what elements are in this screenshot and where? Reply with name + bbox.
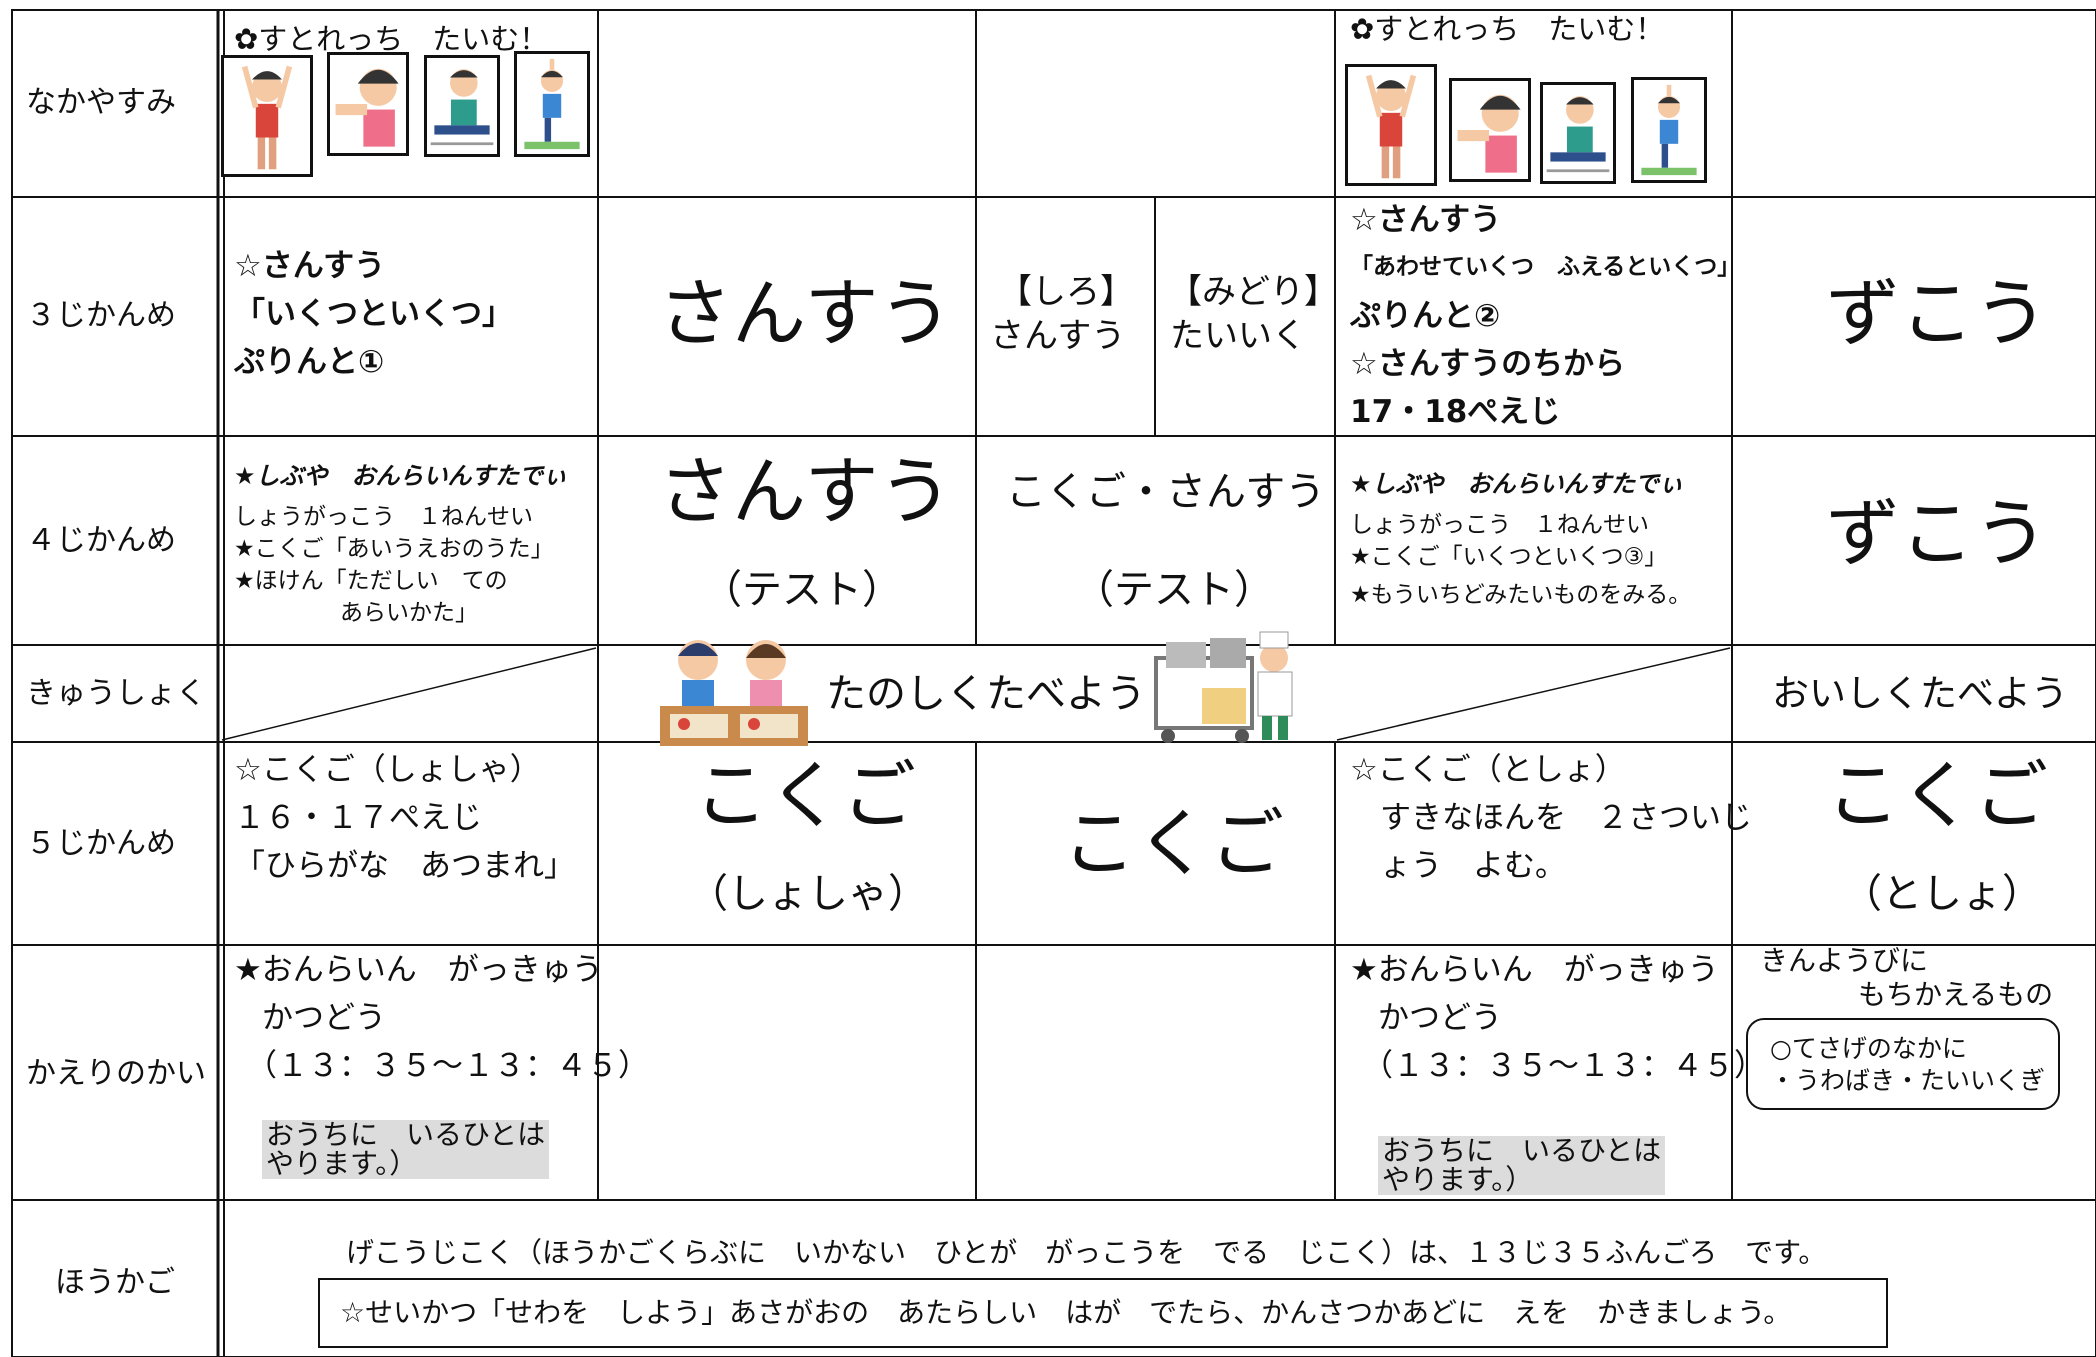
kaeri-mon-line: （１３：３５～１３：４５） (246, 1048, 649, 1084)
stretch-illustration (1345, 64, 1437, 186)
kaeri-mon-line: ★おんらいん がっきゅう (234, 952, 603, 988)
lunch-fri-slogan: おいしくたべよう (1772, 672, 2068, 715)
p5-wed-subject: こくご (1062, 801, 1284, 887)
seikatsu-notice: ☆せいかつ「せわを しよう」あさがおの あたらしい はが でたら、かんさつかあど… (340, 1296, 1792, 1329)
p5-tue-subject: こくご (694, 753, 916, 839)
stretch-illustration (1631, 77, 1707, 183)
stretch-illustration (514, 51, 590, 157)
p4-mon-line: しょうがっこう １ねんせい (234, 504, 533, 530)
p4-wed-note: （テスト） (1074, 567, 1274, 613)
bring-home-box: ○てさげのなかに ・うわばき・たいいくぎ (1746, 1018, 2060, 1110)
p4-mon-line: ★ほけん「ただしい ての (234, 568, 508, 594)
kaeri-mon-note: おうちに いるひとは やります。） (262, 1120, 550, 1179)
children-eating-illustration (656, 630, 812, 752)
p3-wed-a-line: さんすう (990, 316, 1126, 356)
p5-thu-line: すきなほんを ２さついじ (1380, 800, 1752, 836)
dismissal-time-notice: げこうじこく（ほうかごくらぶに いかない ひとが がっこうを でる じこく）は、… (346, 1236, 1827, 1269)
p5-fri-subject: こくご (1826, 753, 2048, 839)
p3-wed-b-line: たいいく (1170, 316, 1306, 356)
lunch-cart-illustration (1150, 628, 1310, 746)
p3-thu-line: 「あわせていくつ ふえるといくつ」 (1350, 254, 1741, 280)
stretch-illustration (327, 52, 409, 156)
p5-fri-note: （としょ） (1842, 871, 2042, 917)
stretch-title-thu: ✿すとれっち たいむ！ (1350, 12, 1665, 46)
p4-mon-line: あらいかた」 (340, 600, 478, 626)
kaeri-mon-line: かつどう (262, 1000, 386, 1036)
row-header-lunch: きゅうしょく (26, 676, 206, 711)
stretch-illustration (221, 55, 313, 177)
p4-mon-line: ★こくご「あいうえおのうた」 (234, 536, 554, 562)
p4-thu-line: ★しぶや おんらいんすたでぃ (1350, 470, 1684, 498)
p4-tue-subject: さんすう (658, 449, 953, 535)
row-header-kaeri: かえりのかい (26, 1056, 206, 1091)
stretch-illustration (1540, 82, 1616, 184)
kaeri-thu-line: ★おんらいん がっきゅう (1350, 952, 1719, 988)
fri-bring-home-line: もちかえるもの (1858, 978, 2054, 1011)
kaeri-thu-line: かつどう (1378, 1000, 1502, 1036)
p5-mon-line: ☆こくご（しょしゃ） (234, 752, 541, 788)
p3-fri-subject: ずこう (1826, 271, 2048, 357)
stretch-illustration (424, 55, 500, 157)
p3-mon-line: 「いくつといくつ」 (234, 296, 513, 332)
p3-thu-line: ☆さんすうのちから (1350, 346, 1626, 382)
lunch-slogan: たのしくたべよう (826, 671, 1146, 717)
stretch-illustration (1449, 78, 1531, 182)
p4-thu-line: しょうがっこう １ねんせい (1350, 512, 1649, 538)
stretch-title-mon: ✿すとれっち たいむ！ (234, 22, 549, 56)
p3-tue-subject: さんすう (658, 271, 953, 357)
p3-thu-line: 17・18ぺえじ (1350, 394, 1561, 430)
row-header-nakayasumi: なかやすみ (26, 85, 176, 120)
seikatsu-notice-box: ☆せいかつ「せわを しよう」あさがおの あたらしい はが でたら、かんさつかあど… (318, 1278, 1888, 1348)
row-header-houkago: ほうかご (55, 1265, 175, 1300)
p5-thu-line: ☆こくご（としょ） (1350, 752, 1626, 788)
bring-home-line: ○てさげのなかに (1770, 1034, 1967, 1063)
p3-wed-b-line: 【みどり】 (1168, 272, 1338, 312)
p3-mon-line: ☆さんすう (234, 248, 386, 284)
p3-mon-line: ぷりんと① (234, 344, 385, 380)
p5-mon-line: 「ひらがな あつまれ」 (234, 848, 575, 884)
p4-thu-line: ★もういちどみたいものをみる。 (1350, 582, 1692, 608)
p4-fri-subject: ずこう (1826, 491, 2048, 577)
row-header-period3: ３じかんめ (26, 298, 176, 333)
p4-mon-line: ★しぶや おんらいんすたでぃ (234, 462, 568, 490)
fri-bring-home-line: きんようびに (1760, 944, 1929, 977)
p5-thu-line: ょう よむ。 (1380, 848, 1566, 884)
kaeri-thu-note: おうちに いるひとは やります。） (1378, 1136, 1666, 1195)
kaeri-thu-line: （１３：３５～１３：４５） (1362, 1048, 1765, 1084)
p3-wed-a-line: 【しろ】 (998, 272, 1134, 312)
p3-thu-line: ぷりんと② (1350, 298, 1501, 334)
row-header-period4: ４じかんめ (26, 523, 176, 558)
bring-home-line: ・うわばき・たいいくぎ (1770, 1066, 2046, 1095)
p4-thu-line: ★こくご「いくつといくつ③」 (1350, 544, 1668, 570)
row-header-period5: ５じかんめ (26, 826, 176, 861)
p4-wed-subject: こくご・さんすう (1006, 469, 1326, 515)
p4-tue-note: （テスト） (702, 567, 902, 613)
p3-thu-line: ☆さんすう (1350, 202, 1502, 238)
p5-tue-note: （しょしゃ） (688, 871, 928, 917)
p5-mon-line: １６・１７ぺえじ (234, 800, 482, 836)
